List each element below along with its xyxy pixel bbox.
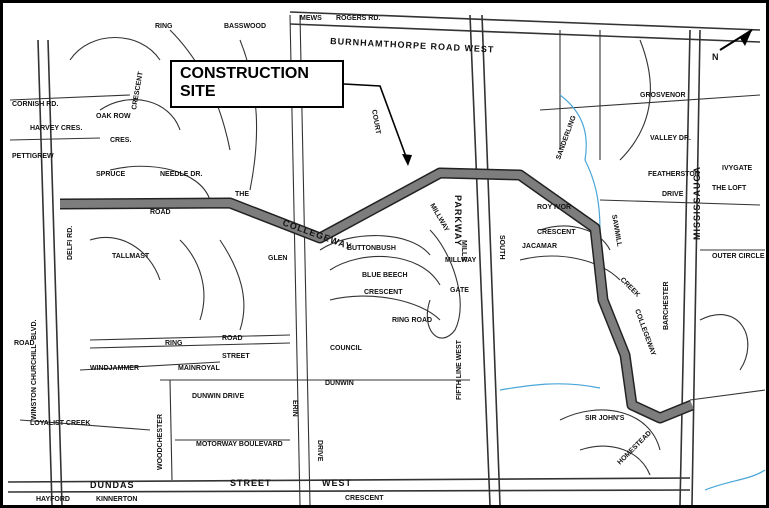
label-hayford: HAYFORD — [36, 496, 70, 503]
label-crescent-g: CRESCENT — [131, 71, 145, 111]
label-motorway: MOTORWAY BOULEVARD — [196, 441, 283, 448]
label-spruce: SPRUCE — [96, 171, 126, 178]
label-burnhamthorpe: BURNHAMTHORPE ROAD WEST — [330, 36, 495, 55]
label-loyalist-creek: LOYALIST CREEK — [30, 420, 90, 427]
label-the-loft: THE LOFT — [712, 185, 747, 192]
label-cres: CRES. — [110, 137, 131, 144]
label-millway: MILLWAY — [428, 203, 450, 234]
label-barchester: BARCHESTER — [663, 281, 670, 330]
label-roy-ivor: ROY IVOR — [537, 204, 571, 211]
label-crescent-s: CRESCENT — [345, 495, 384, 502]
label-cornish: CORNISH RD. — [12, 101, 58, 108]
construction-route — [59, 169, 694, 422]
label-road: ROAD — [150, 209, 171, 216]
label-erin: ERIN — [291, 400, 298, 417]
label-basswood: BASSWOOD — [224, 23, 266, 30]
burnhamthorpe-road — [289, 11, 761, 31]
label-jacamar: JACAMAR — [522, 243, 557, 250]
callout-arrowhead — [402, 154, 412, 166]
callout-arrow — [343, 83, 409, 163]
label-council: COUNCIL — [330, 345, 363, 352]
label-dunwin: DUNWIN — [325, 380, 354, 387]
label-glen: GLEN — [268, 255, 287, 262]
label-crescent-1: CRESCENT — [537, 229, 576, 236]
label-street-w: STREET — [230, 478, 272, 488]
label-mills: MILLS — [460, 240, 467, 261]
label-featherston: FEATHERSTON — [648, 171, 700, 178]
label-drive: DRIVE — [662, 191, 684, 198]
map-labels: BURNHAMTHORPE ROAD WEST ROAD THE COLLEGE… — [12, 15, 765, 503]
winston-churchill-blvd — [37, 39, 53, 506]
label-gate: GATE — [450, 287, 469, 294]
label-outer-circle: OUTER CIRCLE — [712, 253, 765, 260]
callout-line2: SITE — [180, 83, 216, 100]
label-dunwin-drive: DUNWIN DRIVE — [192, 393, 244, 400]
label-needle: NEEDLE DR. — [160, 171, 202, 178]
label-mews: MEWS — [300, 15, 322, 22]
label-crescent-2: CRESCENT — [364, 289, 403, 296]
label-street: STREET — [222, 353, 250, 360]
label-rogers: ROGERS RD. — [336, 15, 380, 22]
label-fifth-line: FIFTH LINE WEST — [456, 339, 463, 400]
label-blvd: BLVD. — [31, 319, 38, 340]
label-homestead: HOMESTEAD — [616, 430, 653, 467]
label-winston: WINSTON CHURCHILL — [31, 344, 38, 420]
label-the: THE — [235, 191, 249, 198]
label-mississauga: MISSISSAUGA — [692, 166, 702, 240]
sawmill-creek — [559, 94, 601, 231]
label-south: SOUTH — [498, 235, 505, 260]
label-collegeway2: COLLEGEWAY — [633, 308, 656, 357]
label-west: WEST — [322, 478, 352, 488]
label-delfi: DELFI RD. — [67, 226, 74, 260]
label-kinnerton: KINNERTON — [96, 496, 137, 503]
label-ring-road: RING ROAD — [392, 317, 432, 324]
label-ring-top: RING — [155, 23, 173, 30]
label-grosvenor: GROSVENOR — [640, 92, 686, 99]
label-oak-row: OAK ROW — [96, 113, 131, 120]
label-millway-gate: MILLWAY — [445, 257, 477, 264]
label-sir-johns: SIR JOHN'S — [585, 415, 625, 422]
label-woodchester: WOODCHESTER — [157, 414, 164, 470]
label-valley-dr: VALLEY DR. — [650, 135, 691, 142]
label-court: COURT — [370, 109, 381, 135]
callout-line1: CONSTRUCTION — [180, 65, 309, 82]
label-buttonbush: BUTTONBUSH — [347, 245, 396, 252]
label-dundas: DUNDAS — [90, 480, 135, 490]
label-sawmill: SAWMILL — [610, 214, 623, 248]
label-ivygate: IVYGATE — [722, 165, 753, 172]
label-erin-drive: DRIVE — [316, 440, 323, 462]
label-ring: RING — [165, 340, 183, 347]
label-windjammer: WINDJAMMER — [90, 365, 139, 372]
svg-text:N: N — [712, 52, 720, 62]
label-road-w: ROAD — [14, 340, 35, 347]
construction-site-callout: CONSTRUCTION SITE — [170, 60, 344, 108]
label-tallmast: TALLMAST — [112, 253, 150, 260]
label-pettigrew: PETTIGREW — [12, 153, 54, 160]
label-road-2: ROAD — [222, 335, 243, 342]
roads — [7, 11, 766, 506]
erin-mills-parkway — [469, 14, 491, 506]
dundas-street — [7, 489, 691, 493]
label-parkway: PARKWAY — [453, 195, 463, 247]
label-sanderling: SANDERLING — [555, 114, 578, 160]
label-harvey: HARVEY CRES. — [30, 125, 82, 132]
label-mainroyal: MAINROYAL — [178, 365, 220, 372]
creeks — [499, 94, 766, 491]
north-arrow-icon: N — [712, 29, 753, 62]
label-blue-beech: BLUE BEECH — [362, 272, 408, 279]
label-creek: CREEK — [619, 276, 641, 298]
